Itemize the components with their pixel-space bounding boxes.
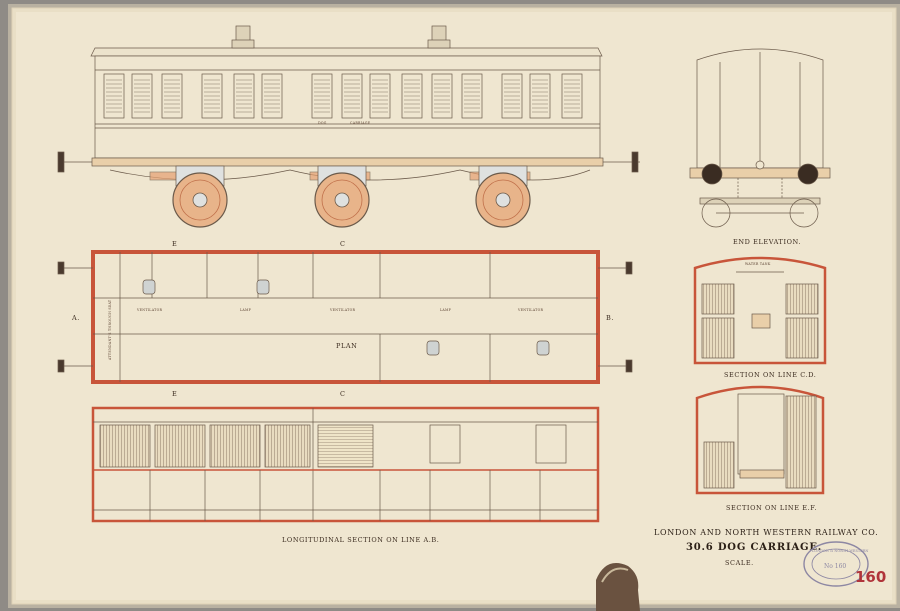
marker-e-top: E: [172, 240, 177, 248]
section-ef-caption: SECTION ON LINE E.F.: [726, 504, 817, 512]
plan-side-note: ATTENDANT'S THROUGH SEAT: [108, 299, 112, 361]
marker-c-bottom: C: [340, 390, 346, 398]
side-elevation: [57, 25, 640, 187]
plan-view: [57, 250, 633, 384]
marker-e-bottom: E: [172, 390, 177, 398]
marker-c-top: C: [340, 240, 346, 248]
marker-a: A.: [71, 314, 80, 322]
sheet-number: 160: [855, 568, 886, 586]
stamp-number: No 160: [824, 563, 846, 570]
subject-title: 30.6 DOG CARRIAGE.: [686, 542, 822, 553]
wheels: [172, 172, 531, 228]
stamp: LONDON & NORTH WESTERN No 160: [803, 541, 869, 587]
scale-label: SCALE.: [725, 559, 754, 567]
plan-note-1: VENTILATOR: [136, 308, 162, 312]
section-cd: [693, 256, 827, 365]
plan-label: PLAN: [336, 342, 357, 350]
side-label-carriage: CARRIAGE: [350, 121, 371, 125]
company-title: LONDON AND NORTH WESTERN RAILWAY CO.: [654, 528, 878, 537]
plan-note-2: LAMP: [240, 308, 252, 312]
plan-note-3: VENTILATOR: [329, 308, 355, 312]
longitudinal-section: [91, 406, 600, 523]
plan-note-5: VENTILATOR: [517, 308, 543, 312]
marker-b: B.: [606, 314, 614, 322]
longitudinal-caption: LONGITUDINAL SECTION ON LINE A.B.: [282, 536, 439, 544]
plan-note-4: LAMP: [440, 308, 452, 312]
section-ef: [695, 385, 825, 495]
water-tank-label: WATER TANK: [745, 262, 771, 266]
stamp-text: LONDON & NORTH WESTERN: [812, 549, 868, 553]
side-label-dog: DOG: [318, 121, 327, 125]
end-elevation: [689, 48, 831, 228]
section-cd-caption: SECTION ON LINE C.D.: [724, 371, 816, 379]
end-elevation-caption: END ELEVATION.: [733, 238, 801, 246]
